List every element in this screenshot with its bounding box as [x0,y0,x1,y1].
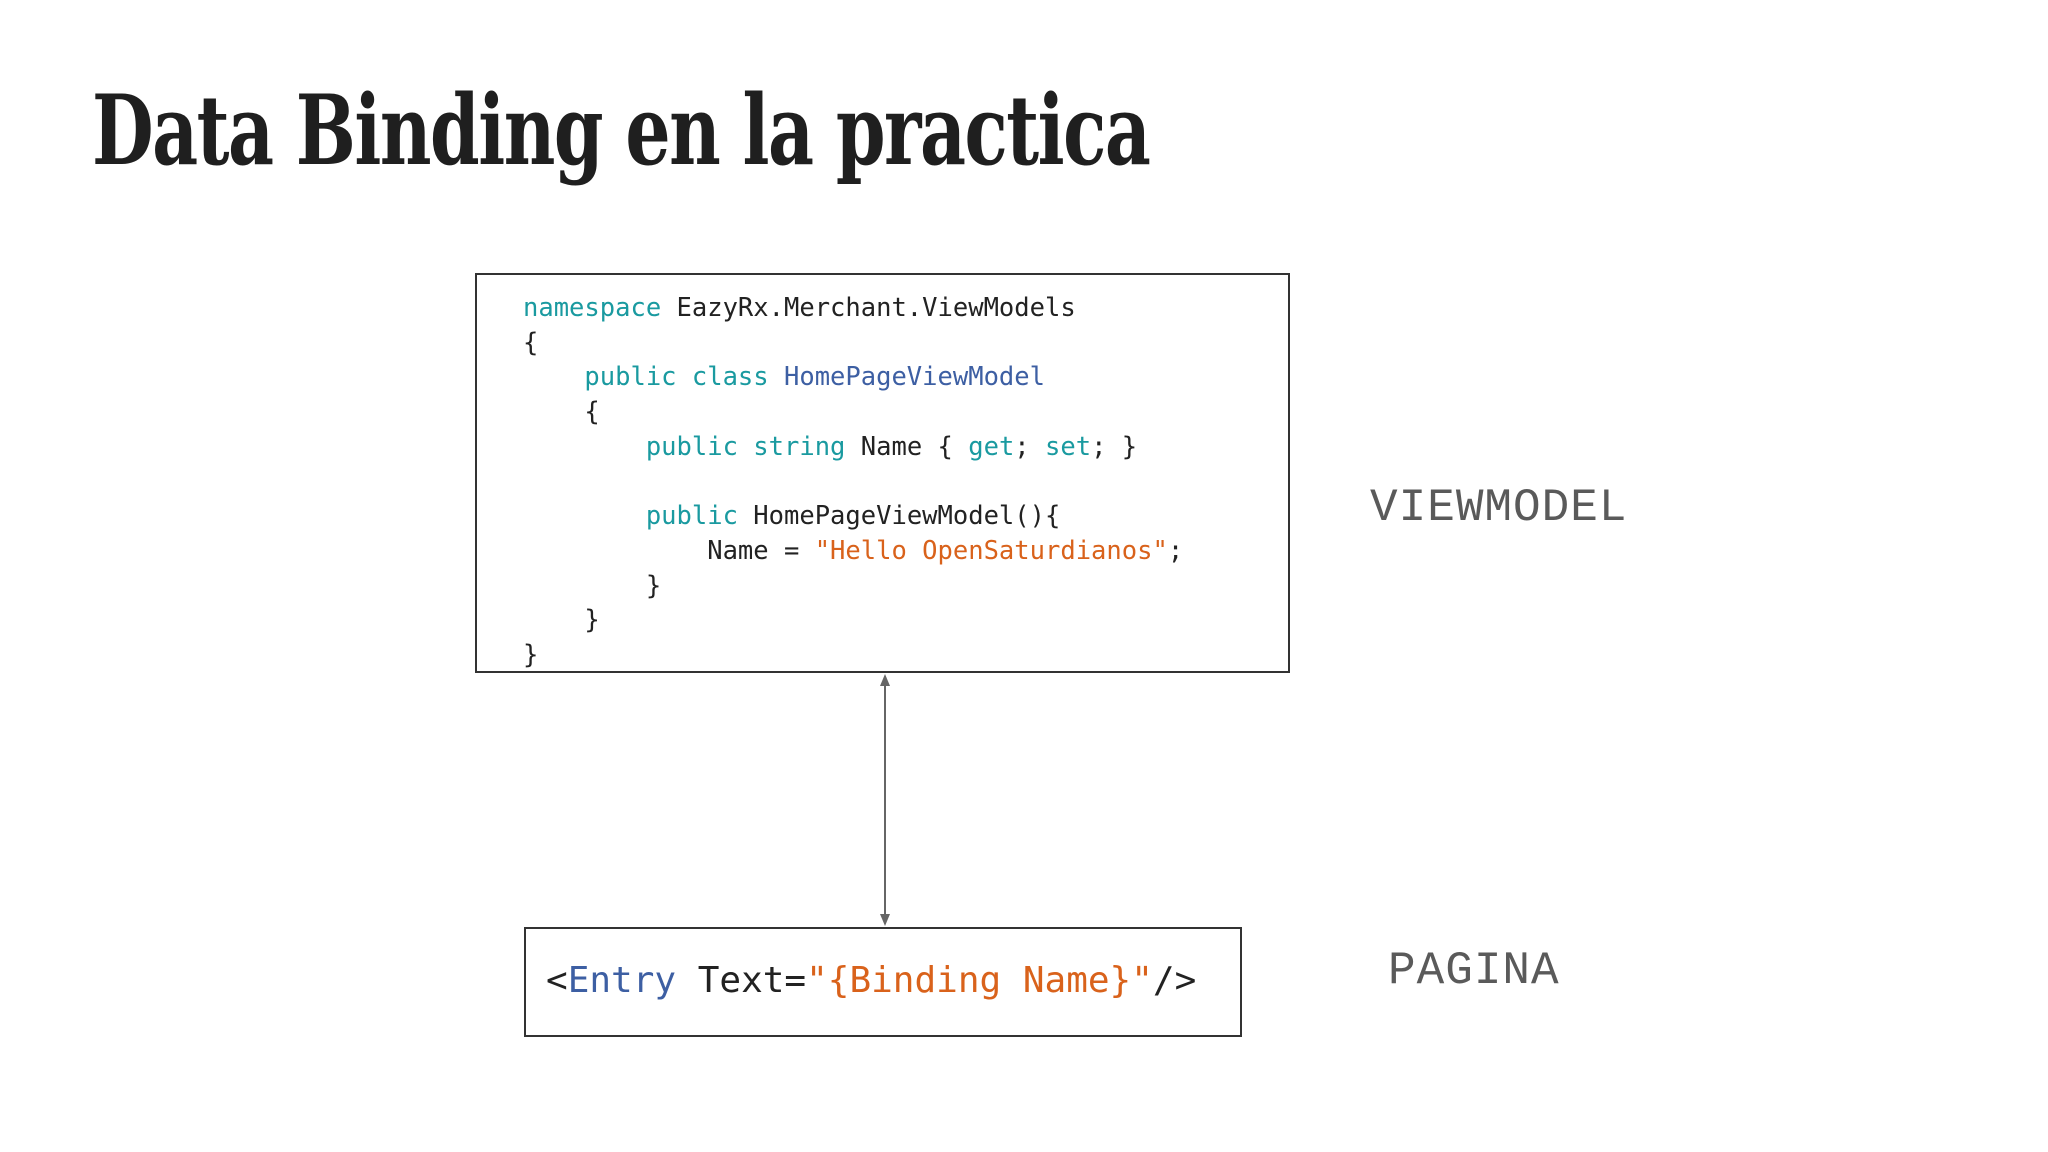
code-token: Entry [567,960,677,1001]
code-token: namespace [523,293,662,323]
viewmodel-code-box: namespace EazyRx.Merchant.ViewModels{ pu… [475,273,1290,673]
code-token: public class [523,362,769,393]
code-token: set [1045,431,1092,462]
viewmodel-label: VIEWMODEL [1370,482,1628,534]
code-token: HomePageViewModel(){ [737,501,1061,532]
code-token: get [968,431,1015,462]
code-line: ​ [523,465,1183,500]
code-token: public [523,501,738,532]
pagina-label: PAGINA [1388,945,1560,997]
code-token: } [523,640,539,671]
code-line: namespace EazyRx.Merchant.ViewModels [523,291,1183,326]
code-token: ; [1167,535,1184,566]
code-token: ; [1014,431,1046,462]
page-code-box: <Entry Text="{Binding Name}"/> [524,927,1242,1037]
code-token: } [523,605,600,636]
code-token: } [523,570,662,601]
code-token: Name = [523,535,815,566]
viewmodel-code: namespace EazyRx.Merchant.ViewModels{ pu… [523,291,1183,673]
page-code: <Entry Text="{Binding Name}"/> [546,959,1196,1003]
code-token: < [546,960,568,1001]
code-line: public class HomePageViewModel [523,360,1183,395]
code-token: Text= [676,960,807,1001]
code-line: { [523,395,1183,430]
code-token: { [523,397,600,428]
code-token: ; } [1091,431,1138,462]
code-line: public string Name { get; set; } [523,430,1183,465]
code-token: HomePageViewModel [768,362,1045,393]
slide-title: Data Binding en la practica [92,74,1151,187]
code-line: } [523,603,1183,638]
code-line: } [523,638,1183,673]
code-token: /> [1152,960,1197,1001]
code-line: { [523,326,1183,361]
code-token: Name { [845,431,969,462]
code-token: "Hello OpenSaturdianos" [814,535,1168,566]
code-token: { [523,327,539,358]
code-line: Name = "Hello OpenSaturdianos"; [523,534,1183,569]
code-line: } [523,569,1183,604]
code-token: "{Binding Name}" [806,960,1153,1001]
binding-arrow [880,674,890,926]
code-token: public string [523,431,846,462]
code-line: public HomePageViewModel(){ [523,499,1183,534]
code-token: EazyRx.Merchant.ViewModels [661,293,1076,323]
